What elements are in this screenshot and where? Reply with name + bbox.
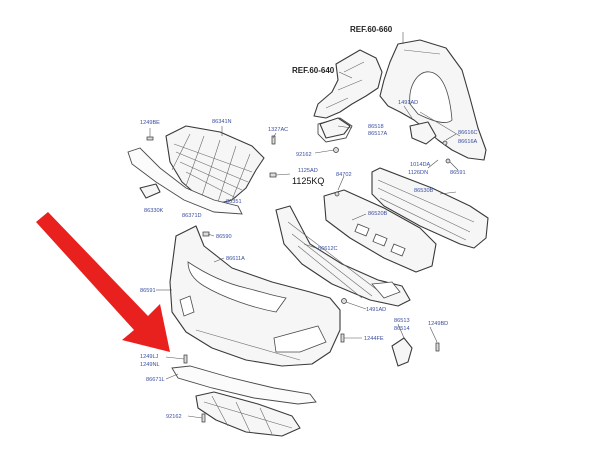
label-1126DN: 1126DN	[408, 170, 428, 176]
grille-part	[165, 125, 265, 205]
lower-lip-part	[171, 365, 317, 405]
label-86371D: 86371D	[182, 213, 202, 219]
label-86611A: 86611A	[226, 256, 245, 262]
label-1125KQ: 1125KQ	[292, 176, 324, 186]
part-labels: REF.60-660 REF.60-640 1249BE 86341N 1327…	[140, 25, 478, 420]
label-1491AD-mid: 1491AD	[366, 307, 386, 313]
label-86591: 86591	[450, 170, 466, 176]
label-1014DA: 1014DA	[410, 162, 430, 168]
label-86612C: 86612C	[318, 246, 338, 252]
label-86520B: 86520B	[368, 211, 388, 217]
label-1125AD: 1125AD	[298, 168, 318, 174]
bumper-beam-part	[371, 167, 489, 249]
label-1249BD: 1249BD	[428, 321, 448, 327]
label-86514: 86514	[394, 326, 410, 332]
red-arrow-indicator	[36, 212, 170, 352]
leader-lines	[149, 32, 459, 419]
label-1249LJ: 1249LJ	[140, 354, 159, 360]
label-1249BE: 1249BE	[140, 120, 160, 126]
emblem-part	[139, 183, 161, 199]
label-92162-bottom: 92162	[166, 414, 182, 420]
label-ref-bracket: REF.60-640	[292, 66, 335, 75]
label-84702: 84702	[336, 172, 352, 178]
label-1244FE: 1244FE	[364, 336, 384, 342]
fasteners	[146, 135, 451, 423]
label-86616C: 86616C	[458, 130, 478, 136]
label-86530B: 86530B	[414, 188, 434, 194]
label-86591-left: 86591	[140, 288, 156, 294]
label-86590: 86590	[216, 234, 232, 240]
label-1491AD-top: 1491AD	[398, 100, 418, 106]
label-86671L: 86671L	[146, 377, 165, 383]
energy-absorber-part	[323, 189, 437, 273]
label-86513: 86513	[394, 318, 410, 324]
label-1249NL: 1249NL	[140, 362, 160, 368]
label-92162-top: 92162	[296, 152, 312, 158]
grille-molding-part	[127, 147, 243, 215]
label-1327AC: 1327AC	[268, 127, 288, 133]
bumper-cover-part	[169, 225, 341, 367]
label-86330K: 86330K	[144, 208, 164, 214]
label-ref-fender: REF.60-660	[350, 25, 393, 34]
side-bracket-part	[319, 117, 437, 367]
lower-grille-part	[275, 205, 411, 307]
label-86341N: 86341N	[212, 119, 232, 125]
label-86351: 86351	[226, 199, 242, 205]
label-86616A: 86616A	[458, 139, 478, 145]
label-86518: 86518	[368, 124, 384, 130]
under-cover-part	[195, 391, 301, 437]
fender-part	[379, 39, 487, 161]
label-86517A: 86517A	[368, 131, 388, 137]
